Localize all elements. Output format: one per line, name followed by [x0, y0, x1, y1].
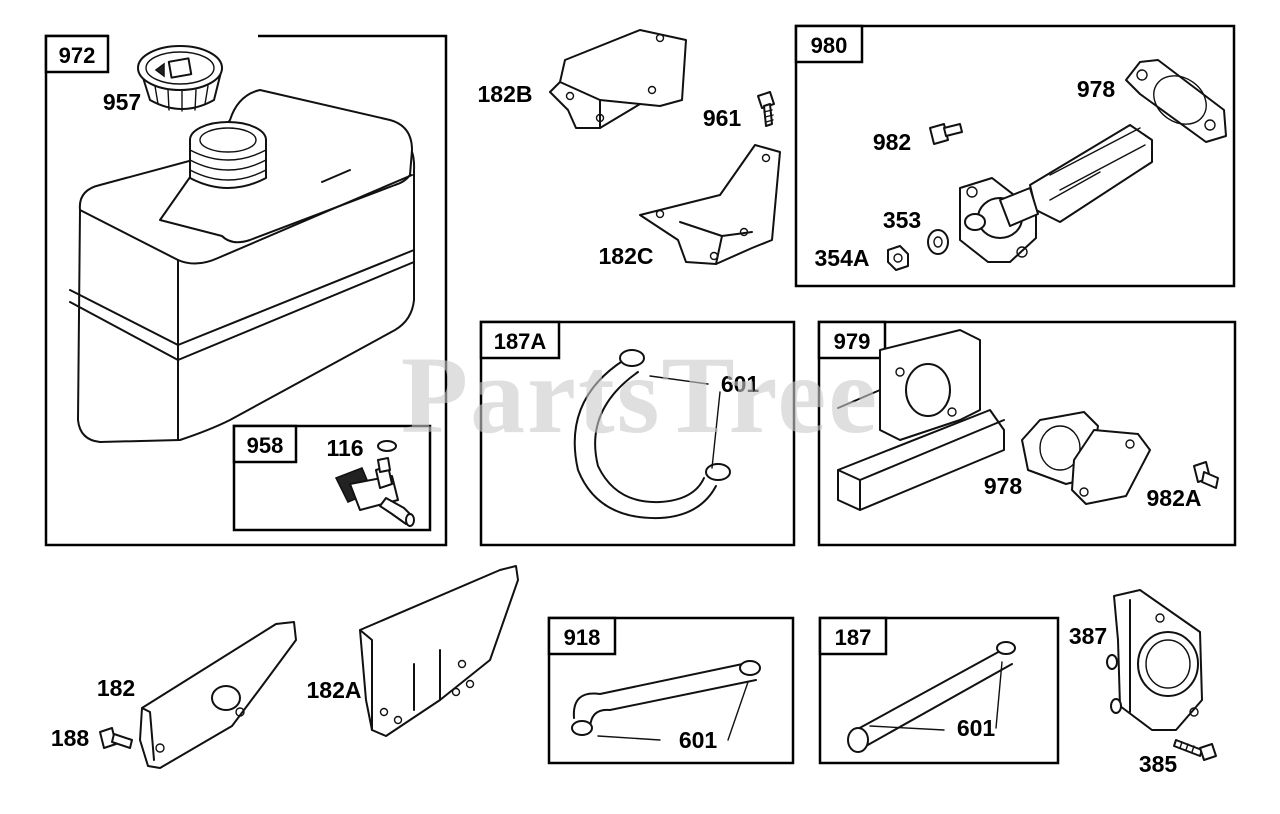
box-958: 958: [232, 424, 432, 532]
fuel-line-187: [847, 641, 1016, 753]
bracket-182C: [639, 144, 781, 265]
box-980-id: 980: [811, 33, 848, 58]
box-958-tag: [232, 424, 298, 464]
box-918-id: 918: [564, 625, 601, 650]
muffler-980: [959, 124, 1153, 263]
box-187-tag: [818, 616, 888, 656]
leader-601-a: [649, 375, 721, 469]
callout-354A: 354A: [815, 245, 870, 271]
callout-601-c: 601: [957, 715, 996, 741]
shutoff-valve-116: [334, 440, 415, 527]
box-980-tag: [794, 24, 864, 64]
gasket-978-top: [1125, 59, 1227, 143]
box-972-id: 972: [59, 43, 96, 68]
box-980: 980: [794, 24, 1236, 288]
screw-961: [757, 91, 775, 127]
callout-982A: 982A: [1147, 485, 1202, 511]
box-979-frame: [817, 320, 1237, 547]
fuel-tank: [69, 89, 416, 443]
bracket-182A: [359, 565, 519, 737]
callout-601-a: 601: [721, 371, 760, 397]
callout-353: 353: [883, 207, 921, 233]
callout-961: 961: [703, 105, 742, 131]
leader-601-b: [597, 681, 749, 741]
nut-354A: [887, 245, 909, 271]
callout-978-mid: 978: [984, 473, 1023, 499]
box-187A-frame: [479, 320, 796, 547]
watermark-logo: PartsTree: [401, 334, 879, 456]
callout-182: 182: [97, 675, 135, 701]
box-979-id: 979: [834, 329, 871, 354]
callout-188: 188: [51, 725, 90, 751]
callout-387: 387: [1069, 623, 1107, 649]
box-187A: 187A: [479, 320, 796, 547]
box-187-id: 187: [835, 625, 872, 650]
box-918-tag: [547, 616, 617, 656]
box-918: 918: [547, 616, 795, 765]
box-979: 979: [817, 320, 1237, 547]
washer-353: [927, 229, 949, 255]
callout-182B: 182B: [478, 81, 533, 107]
muffler-shield-387: [1106, 589, 1203, 731]
screw-188: [99, 727, 133, 749]
box-187-frame: [818, 616, 1060, 765]
bolt-982A: [1193, 461, 1219, 489]
box-979-tag: [817, 320, 887, 360]
box-918-frame: [547, 616, 795, 765]
callout-116: 116: [326, 435, 363, 461]
plate-979: [1071, 429, 1151, 505]
callout-601-b: 601: [679, 727, 718, 753]
bracket-182B: [549, 29, 687, 129]
box-187A-id: 187A: [494, 329, 547, 354]
callout-982: 982: [873, 129, 911, 155]
callout-957: 957: [103, 89, 141, 115]
leader-601-c: [869, 661, 1003, 731]
fuel-line-918: [571, 660, 761, 736]
box-980-frame: [794, 24, 1236, 288]
box-187: 187: [818, 616, 1060, 765]
fuel-cap-957: [137, 45, 223, 112]
bolt-982: [929, 123, 963, 145]
box-187A-tag: [479, 320, 561, 360]
box-958-frame: [232, 424, 432, 532]
bolt-385: [1173, 739, 1217, 761]
callout-385: 385: [1139, 751, 1178, 777]
engine-block-979: [837, 329, 1005, 511]
bracket-182: [139, 621, 297, 769]
callout-182A: 182A: [307, 677, 362, 703]
box-972: 972: [44, 34, 448, 547]
callout-182C: 182C: [599, 243, 654, 269]
fuel-line-187A: [573, 349, 731, 520]
box-972-tag: [44, 34, 110, 74]
box-958-id: 958: [247, 433, 284, 458]
callout-978-top: 978: [1077, 76, 1116, 102]
